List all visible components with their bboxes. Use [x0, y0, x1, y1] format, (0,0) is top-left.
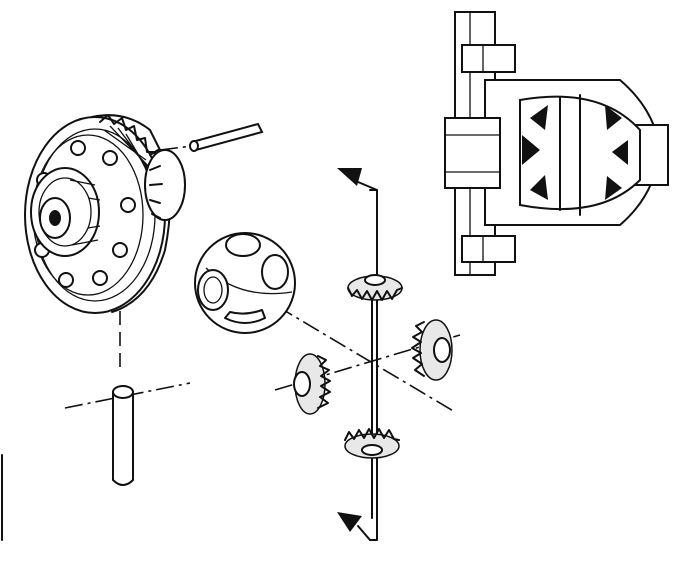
- rotation-arrow-down: [337, 512, 362, 532]
- ring-gear-and-differential-case: [24, 114, 186, 314]
- bottom-pinion-gear: [344, 428, 400, 459]
- bolt-hole: [92, 270, 108, 286]
- spherical-spider-case: [194, 232, 296, 334]
- rotation-axis: [337, 168, 378, 541]
- pinion-shaft-section: [559, 94, 581, 216]
- right-side-gear: [411, 319, 453, 381]
- bolt-hole: [70, 140, 86, 156]
- arrow-down-shaft: [357, 525, 371, 541]
- pinion-shaft-pin: [189, 122, 264, 152]
- arrow-up-shaft: [357, 181, 378, 191]
- rotation-arrow-up: [337, 168, 362, 186]
- assembled-differential: [444, 11, 669, 276]
- vertical-axis-line: [369, 189, 378, 541]
- case-hub: [444, 117, 501, 189]
- bolt-hole: [112, 242, 128, 258]
- bolt-hole: [120, 197, 136, 213]
- bolt-hole: [58, 272, 74, 288]
- left-side-gear: [293, 353, 331, 415]
- bolt-hole: [102, 150, 118, 166]
- top-pinion-gear: [347, 274, 403, 301]
- lock-pin: [112, 385, 134, 486]
